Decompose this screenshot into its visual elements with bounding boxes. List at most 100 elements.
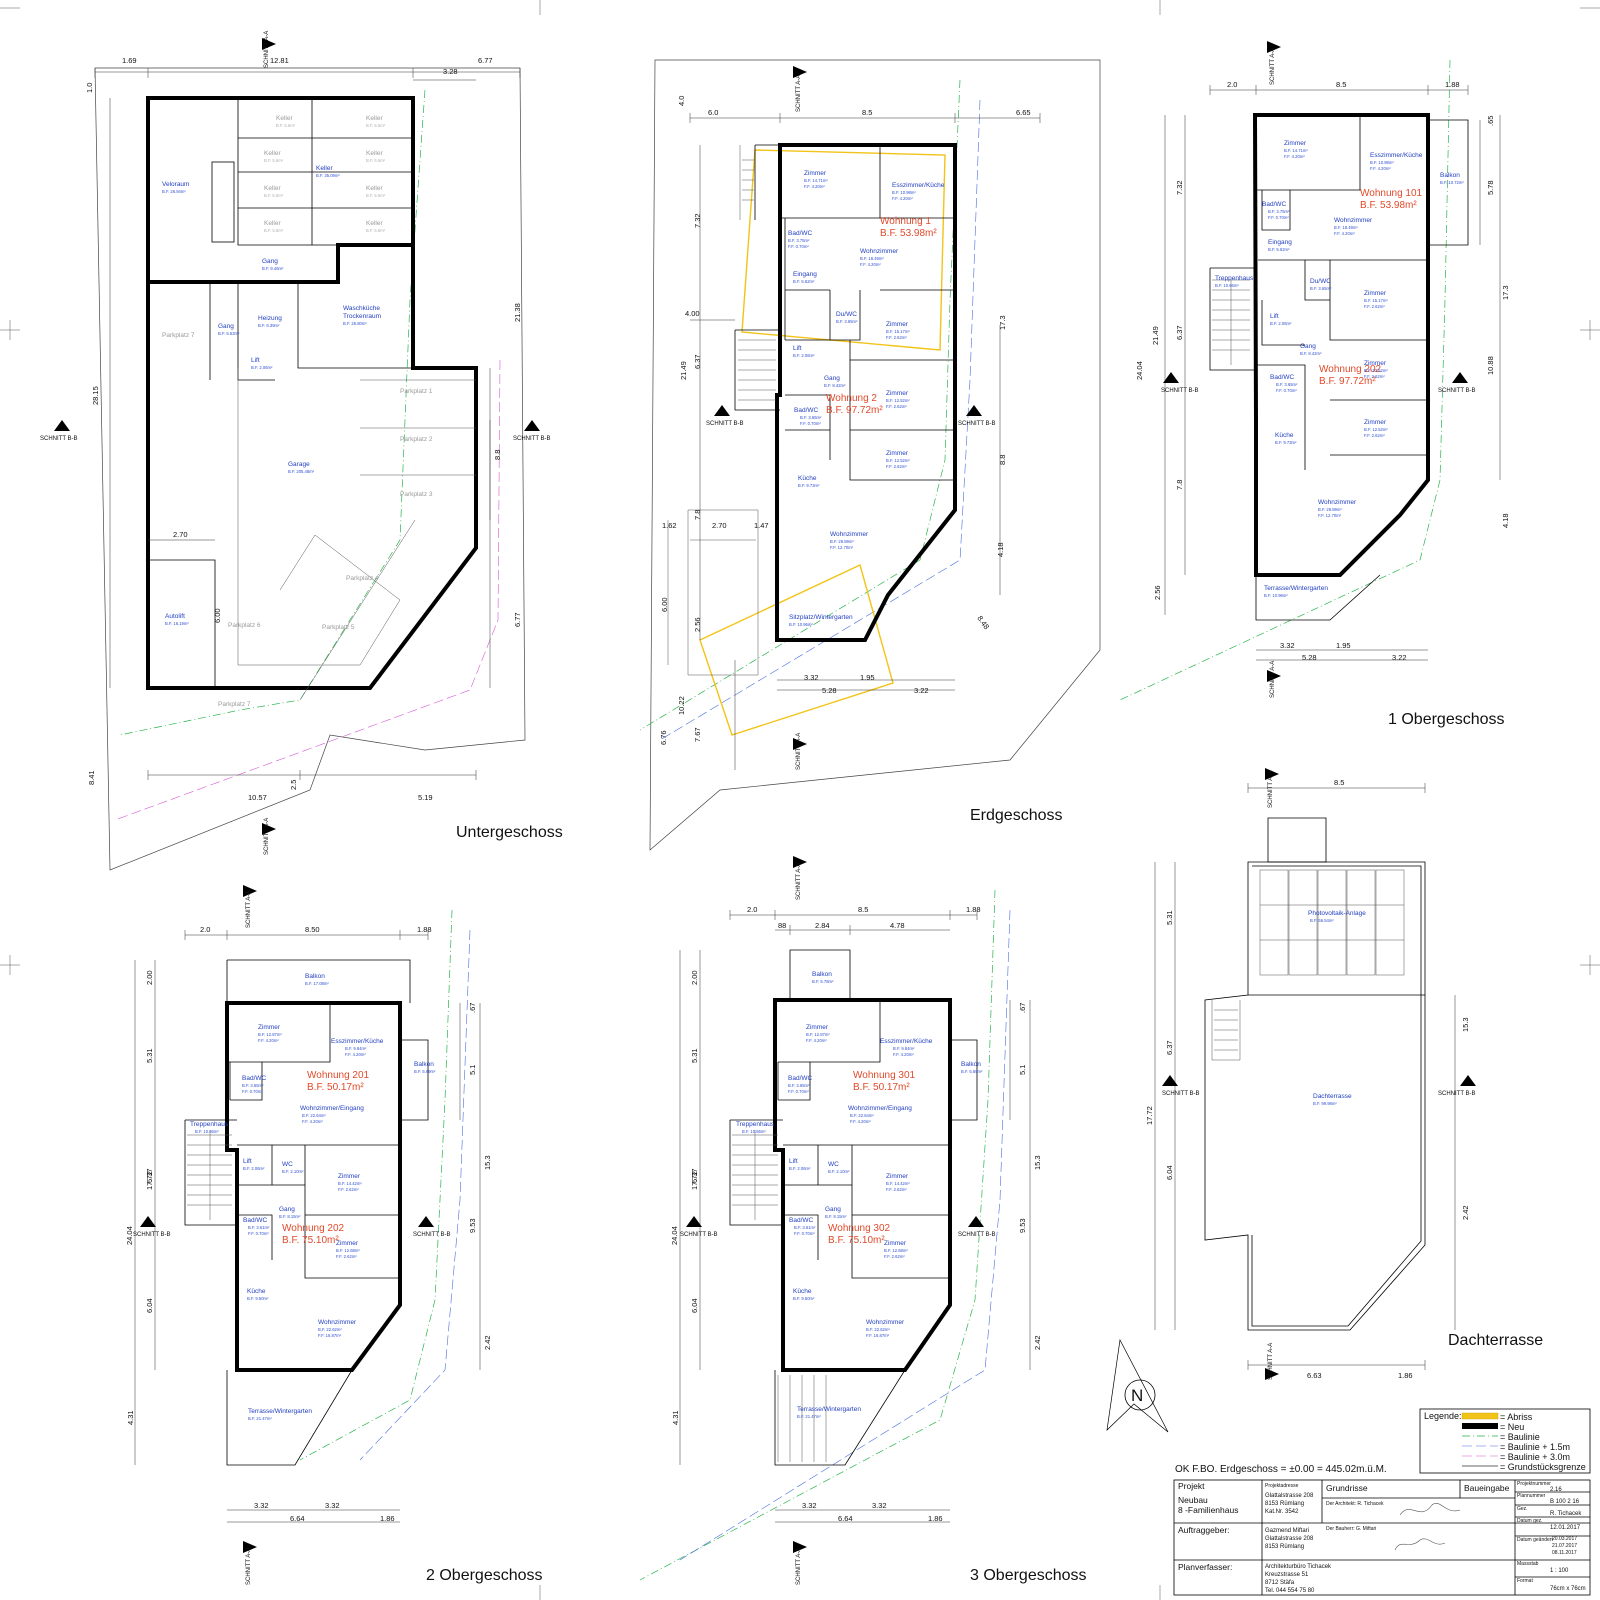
svg-text:Trockenraum: Trockenraum <box>343 313 381 320</box>
title-block-fields: Projektnummer 2.16 Plannummer B 100 2 16… <box>1517 1481 1586 1592</box>
north-arrow: N <box>1106 1338 1169 1433</box>
svg-text:6.37: 6.37 <box>693 354 702 369</box>
svg-text:Küche: Küche <box>1275 432 1294 439</box>
svg-text:= Grundstücksgrenze: = Grundstücksgrenze <box>1500 1462 1586 1472</box>
svg-text:Garage: Garage <box>288 461 310 468</box>
svg-text:F.F. 4.20m²: F.F. 4.20m² <box>1370 166 1391 171</box>
svg-text:B.F. 5.69m²: B.F. 5.69m² <box>961 1069 983 1074</box>
floor-title-ug: Untergeschoss <box>456 824 563 841</box>
svg-text:Der Architekt: R. Tichacek: Der Architekt: R. Tichacek <box>1326 1501 1384 1507</box>
svg-text:Datum geändert: Datum geändert <box>1517 1537 1553 1543</box>
svg-text:B.F. 5.69m²: B.F. 5.69m² <box>414 1069 436 1074</box>
svg-text:Wohnung 202: Wohnung 202 <box>282 1223 345 1234</box>
svg-text:15.3: 15.3 <box>1461 1017 1470 1032</box>
svg-text:B.F. 9.84m²: B.F. 9.84m² <box>893 1046 915 1051</box>
svg-text:Parkplatz 1: Parkplatz 1 <box>400 388 433 395</box>
svg-text:17.3: 17.3 <box>998 315 1007 330</box>
svg-text:1.0: 1.0 <box>85 83 94 93</box>
svg-text:B.F. 56.54m²: B.F. 56.54m² <box>1310 918 1334 923</box>
svg-text:Keller: Keller <box>316 165 333 172</box>
floor-title-og1: 1 Obergeschoss <box>1388 711 1505 728</box>
svg-text:Auftraggeber:: Auftraggeber: <box>1178 1525 1230 1535</box>
svg-text:17.72: 17.72 <box>145 1171 154 1190</box>
svg-text:Massstab: Massstab <box>1517 1561 1539 1567</box>
svg-text:SCHNITT A-A: SCHNITT A-A <box>1268 771 1274 808</box>
svg-text:17.72: 17.72 <box>1145 1106 1154 1125</box>
svg-text:6.00: 6.00 <box>213 608 222 623</box>
svg-text:2.42: 2.42 <box>1461 1205 1470 1220</box>
svg-text:3.32: 3.32 <box>325 1501 340 1510</box>
svg-text:Esszimmer/Küche: Esszimmer/Küche <box>331 1038 384 1045</box>
svg-text:Glattalstrasse 208: Glattalstrasse 208 <box>1265 1493 1314 1499</box>
svg-text:B.F. 12.52m²: B.F. 12.52m² <box>886 458 910 463</box>
svg-text:B.F. 3.61m²: B.F. 3.61m² <box>794 1225 816 1230</box>
svg-text:1.86: 1.86 <box>380 1514 395 1523</box>
svg-text:Treppenhaus: Treppenhaus <box>1215 275 1254 282</box>
svg-text:8712 Stäfa: 8712 Stäfa <box>1265 1580 1295 1586</box>
svg-text:Autolift: Autolift <box>165 613 185 620</box>
svg-text:F.F. 4.20m²: F.F. 4.20m² <box>860 262 881 267</box>
svg-text:Eingang: Eingang <box>1268 239 1292 246</box>
svg-text:Zimmer: Zimmer <box>886 450 909 457</box>
svg-text:4.31: 4.31 <box>126 1410 135 1425</box>
svg-text:Wohnung 101: Wohnung 101 <box>1360 188 1423 199</box>
svg-text:5.31: 5.31 <box>690 1048 699 1063</box>
svg-text:F.F. 4.20m²: F.F. 4.20m² <box>804 184 825 189</box>
svg-text:8.5: 8.5 <box>1334 778 1344 787</box>
svg-text:Format: Format <box>1517 1578 1533 1584</box>
svg-text:Gez.: Gez. <box>1517 1506 1528 1512</box>
svg-text:SCHNITT A-A: SCHNITT A-A <box>796 75 802 112</box>
svg-text:Zimmer: Zimmer <box>886 321 909 328</box>
svg-text:B.F. 6.39m²: B.F. 6.39m² <box>258 323 280 328</box>
svg-text:SCHNITT A-A: SCHNITT A-A <box>246 1548 252 1585</box>
eg-labels: Wohnung 1 B.F. 53.98m² Wohnung 2 B.F. 97… <box>788 170 945 627</box>
svg-text:Lift: Lift <box>243 1158 252 1165</box>
svg-text:Keller: Keller <box>276 115 293 122</box>
svg-text:B.F. 5.6m²: B.F. 5.6m² <box>264 193 284 198</box>
svg-text:Gang: Gang <box>825 1206 841 1213</box>
svg-text:SCHNITT B-B: SCHNITT B-B <box>1438 1091 1476 1097</box>
svg-text:1.69: 1.69 <box>122 56 137 65</box>
svg-text:B.F. 5.6m²: B.F. 5.6m² <box>264 158 284 163</box>
svg-text:B.F. 12.52m²: B.F. 12.52m² <box>1364 427 1388 432</box>
svg-text:Balkon: Balkon <box>812 971 832 978</box>
svg-text:Bad/WC: Bad/WC <box>789 1217 814 1224</box>
svg-text:F.F. 0.70m²: F.F. 0.70m² <box>794 1231 815 1236</box>
ug-labels: Keller B.F. 5.6m² Keller B.F. 5.6m² Kell… <box>162 115 433 708</box>
svg-text:8.8: 8.8 <box>493 450 502 460</box>
svg-text:2.00: 2.00 <box>690 970 699 985</box>
svg-text:B.F. 12.87m²: B.F. 12.87m² <box>806 1032 830 1037</box>
svg-text:B.F. 14.42m²: B.F. 14.42m² <box>338 1181 362 1186</box>
og2-section-markers: SCHNITT A-A SCHNITT A-A SCHNITT B-B SCHN… <box>133 885 451 1585</box>
svg-text:Parkplatz 2: Parkplatz 2 <box>400 436 433 443</box>
svg-text:Terrasse/Wintergarten: Terrasse/Wintergarten <box>1264 585 1328 592</box>
svg-text:B.F. 5.6m²: B.F. 5.6m² <box>366 228 386 233</box>
svg-text:Architekturbüro Tichacek: Architekturbüro Tichacek <box>1265 1564 1332 1570</box>
svg-text:Lift: Lift <box>1270 313 1279 320</box>
svg-text:B.F. 8.42m²: B.F. 8.42m² <box>1300 351 1322 356</box>
svg-text:B.F. 29.89m²: B.F. 29.89m² <box>830 539 854 544</box>
svg-text:Gazmend Miftari: Gazmend Miftari <box>1265 1528 1309 1534</box>
svg-text:Gang: Gang <box>262 258 278 265</box>
svg-text:21.07.2017: 21.07.2017 <box>1552 1543 1577 1549</box>
og1-labels: Wohnung 101 B.F. 53.98m² Wohnung 202 B.F… <box>1215 140 1464 598</box>
svg-text:5.31: 5.31 <box>1165 910 1174 925</box>
svg-text:B 100 2 16: B 100 2 16 <box>1550 1499 1580 1505</box>
svg-text:F.F. 16.87m²: F.F. 16.87m² <box>318 1333 342 1338</box>
svg-text:Parkplatz 4: Parkplatz 4 <box>346 575 379 582</box>
svg-text:F.F. 2.62m²: F.F. 2.62m² <box>336 1254 357 1259</box>
floor-title-og3: 3 Obergeschoss <box>970 1567 1087 1584</box>
svg-text:B.F. 5.6m²: B.F. 5.6m² <box>264 228 284 233</box>
plan-1-obergeschoss: Wohnung 101 B.F. 53.98m² Wohnung 202 B.F… <box>1119 41 1510 728</box>
floor-title-dt: Dachterrasse <box>1448 1332 1543 1349</box>
svg-text:B.F. 5.62m²: B.F. 5.62m² <box>1268 247 1290 252</box>
svg-text:SCHNITT B-B: SCHNITT B-B <box>40 436 78 442</box>
svg-text:7.8: 7.8 <box>693 510 702 520</box>
svg-text:F.F. 0.70m²: F.F. 0.70m² <box>242 1089 263 1094</box>
roof-outline <box>1204 861 1426 1331</box>
svg-text:F.F. 2.62m²: F.F. 2.62m² <box>884 1254 905 1259</box>
svg-text:B.F. 2.06m²: B.F. 2.06m² <box>1270 321 1292 326</box>
svg-text:1.95: 1.95 <box>860 673 875 682</box>
og1-dimensions: 2.0 8.5 1.88 .65 7.32 5.78 21.49 24.04 6… <box>1135 80 1510 662</box>
svg-text:B.F. 10.72m²: B.F. 10.72m² <box>1440 180 1464 185</box>
